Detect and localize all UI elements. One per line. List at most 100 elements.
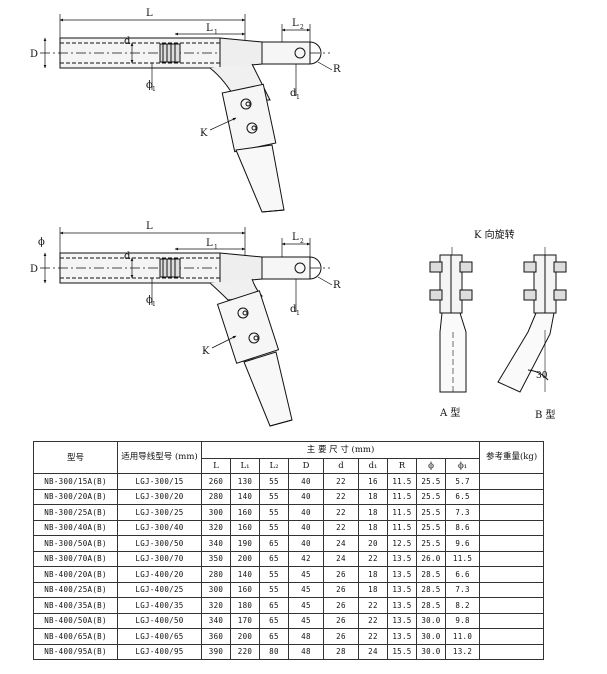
weight-cell	[479, 504, 545, 521]
L-cell: 340	[201, 535, 231, 552]
R-cell: 13.5	[387, 612, 417, 629]
svg-text:1: 1	[296, 94, 300, 101]
header-d: d	[323, 458, 359, 474]
phi-cell: 30.0	[416, 628, 446, 645]
L2-cell: 65	[259, 628, 289, 645]
label-L1: L	[206, 23, 213, 34]
header-L: L	[201, 458, 231, 474]
svg-text:1: 1	[152, 301, 156, 308]
weight-cell	[479, 612, 545, 629]
L2-cell: 55	[259, 504, 289, 521]
label-d1: d	[290, 304, 297, 315]
D-cell: 42	[288, 550, 324, 567]
phi-cell: 28.5	[416, 566, 446, 583]
L1-cell: 200	[230, 550, 260, 567]
model-cell: NB-400/35A(B)	[33, 597, 118, 614]
top-dimensions	[43, 14, 333, 131]
d1-cell: 22	[358, 597, 388, 614]
phi-cell: 28.5	[416, 597, 446, 614]
top-clamp-drawing	[40, 37, 330, 213]
R-cell: 13.5	[387, 566, 417, 583]
L2-cell: 55	[259, 488, 289, 505]
technical-drawing: L L 1 L 2 D d ϕ 1 R d 1 K	[30, 8, 567, 427]
label-L: L	[146, 221, 153, 232]
phi1-cell: 6.6	[444, 566, 481, 583]
L-cell: 390	[201, 643, 231, 660]
model-cell: NB-300/15A(B)	[33, 473, 118, 490]
weight-cell	[479, 597, 545, 614]
header-main-dims: 主 要 尺 寸 (mm)	[200, 441, 481, 459]
d1-cell: 22	[358, 612, 388, 629]
d1-cell: 18	[358, 488, 388, 505]
label-L1: L	[206, 238, 213, 249]
D-cell: 48	[288, 628, 324, 645]
phi-cell: 30.0	[416, 612, 446, 629]
D-cell: 45	[288, 566, 324, 583]
label-phi1: ϕ	[146, 295, 153, 306]
label-d: d	[124, 251, 131, 262]
d-cell: 26	[323, 612, 359, 629]
specification-table: 型号 适用导线型号 (mm) 主 要 尺 寸 (mm) 参考重量(kg) L L…	[33, 441, 545, 660]
d1-cell: 18	[358, 504, 388, 521]
top-dimension-labels: L L 1 L 2 D d ϕ 1 R d 1 K	[30, 8, 341, 139]
phi1-cell: 7.3	[444, 581, 481, 598]
L2-cell: 65	[259, 597, 289, 614]
L1-cell: 140	[230, 488, 260, 505]
phi1-cell: 9.8	[444, 612, 481, 629]
weight-cell	[479, 550, 545, 567]
model-cell: NB-300/25A(B)	[33, 504, 118, 521]
R-cell: 13.5	[387, 581, 417, 598]
d-cell: 24	[323, 550, 359, 567]
R-cell: 12.5	[387, 535, 417, 552]
header-L2: L₂	[259, 458, 289, 474]
model-cell: NB-400/65A(B)	[33, 628, 118, 645]
label-K: K	[200, 128, 208, 139]
d-cell: 26	[323, 628, 359, 645]
model-cell: NB-300/50A(B)	[33, 535, 118, 552]
L2-cell: 55	[259, 519, 289, 536]
model-cell: NB-300/40A(B)	[33, 519, 118, 536]
bottom-dimension-labels: L L 1 L 2 D ϕ d ϕ 1 R d 1 K	[30, 221, 341, 357]
label-R: R	[333, 64, 341, 75]
d-cell: 26	[323, 566, 359, 583]
R-cell: 13.5	[387, 628, 417, 645]
d1-cell: 22	[358, 628, 388, 645]
R-cell: 13.5	[387, 550, 417, 567]
L1-cell: 220	[230, 643, 260, 660]
phi1-cell: 8.2	[444, 597, 481, 614]
label-phi1: ϕ	[146, 80, 153, 91]
L-cell: 280	[201, 566, 231, 583]
label-L: L	[146, 8, 153, 19]
phi1-cell: 8.6	[444, 519, 481, 536]
L1-cell: 170	[230, 612, 260, 629]
L2-cell: 55	[259, 581, 289, 598]
R-cell: 15.5	[387, 643, 417, 660]
label-K: K	[202, 346, 210, 357]
conductor-cell: LGJ-300/40	[117, 519, 202, 536]
model-cell: NB-400/95A(B)	[33, 643, 118, 660]
phi1-cell: 11.0	[444, 628, 481, 645]
conductor-cell: LGJ-400/50	[117, 612, 202, 629]
L2-cell: 55	[259, 566, 289, 583]
d-cell: 26	[323, 597, 359, 614]
svg-text:2: 2	[300, 24, 304, 31]
type-b-drawing	[497, 247, 567, 393]
header-d1: d₁	[358, 458, 388, 474]
L-cell: 260	[201, 473, 231, 490]
phi-cell: 25.5	[416, 473, 446, 490]
L2-cell: 55	[259, 473, 289, 490]
conductor-cell: LGJ-400/20	[117, 566, 202, 583]
d-cell: 22	[323, 473, 359, 490]
model-cell: NB-400/20A(B)	[33, 566, 118, 583]
L-cell: 360	[201, 628, 231, 645]
d1-cell: 18	[358, 581, 388, 598]
phi1-cell: 5.7	[444, 473, 481, 490]
label-L2: L	[292, 232, 299, 243]
R-cell: 13.5	[387, 597, 417, 614]
